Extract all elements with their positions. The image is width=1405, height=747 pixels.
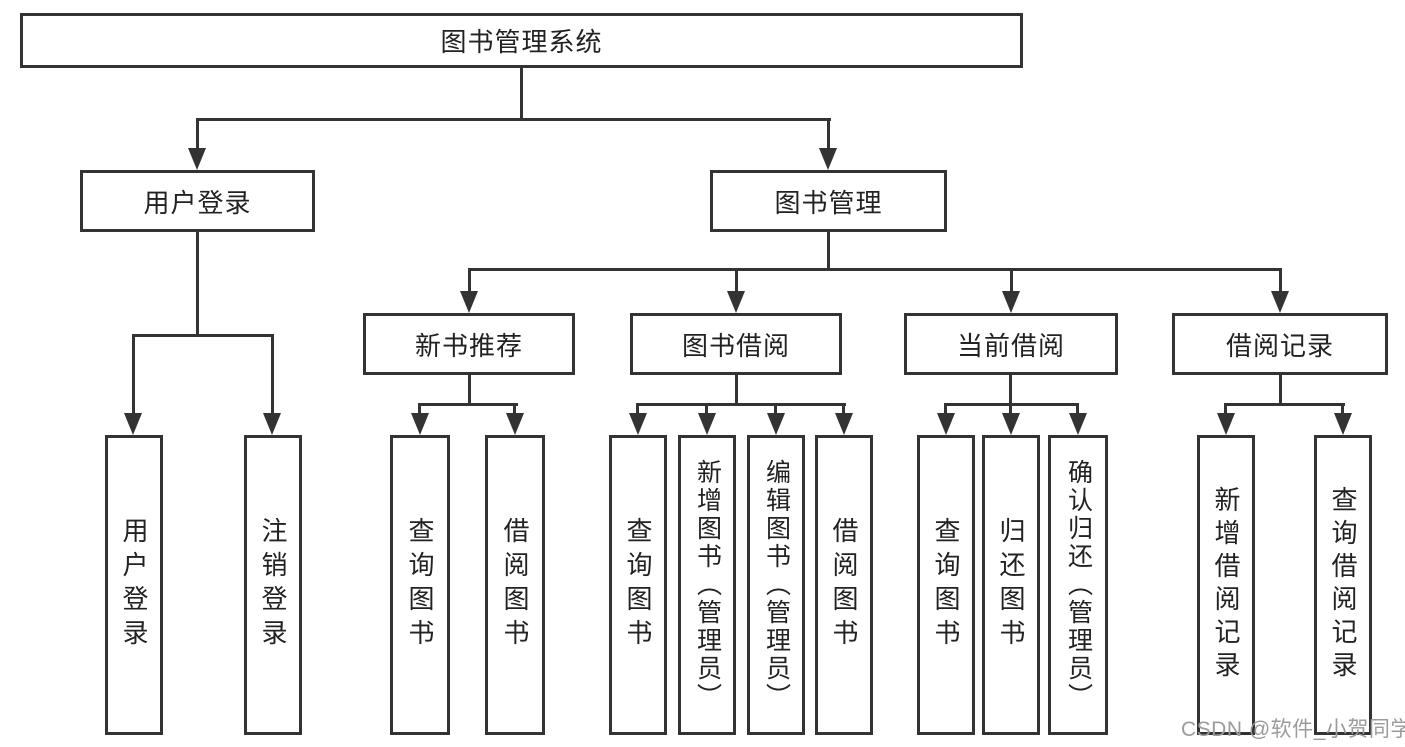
leaf-bb-query-book-label: 查询图书 [623,517,653,653]
connector-arrow [937,413,955,435]
leaf-bb-borrow-book: 借阅图书 [815,435,873,735]
connector-line [132,334,274,337]
leaf-bb-add-book-admin: 新增图书（管理员） [678,435,736,735]
connector-line [705,406,708,413]
connector-arrow [506,413,524,435]
node-user-login: 用户登录 [80,170,315,232]
node-user-login-label: 用户登录 [143,187,252,218]
connector-line [520,68,523,121]
connector-line [1224,403,1345,406]
leaf-logout-label: 注销登录 [258,517,288,653]
connector-line [271,337,274,414]
connector-arrow [767,413,785,435]
connector-line [1341,406,1344,413]
leaf-cb-confirm-return-admin-label: 确认归还（管理员） [1064,459,1093,711]
node-new-book-recommend: 新书推荐 [363,313,575,375]
connector-line [1076,406,1079,413]
connector-line [774,406,777,413]
connector-arrow [1069,413,1087,435]
leaf-br-query-record-label: 查询借阅记录 [1328,486,1358,684]
connector-line [196,118,831,121]
connector-arrow [727,291,745,313]
connector-arrow [188,148,206,170]
node-borrow-records: 借阅记录 [1172,313,1388,375]
connector-line [1009,406,1012,413]
connector-line [827,121,830,150]
connector-line [468,375,471,405]
connector-arrow [698,413,716,435]
connector-line [735,271,738,291]
leaf-cb-return-book: 归还图书 [982,435,1040,735]
leaf-nb-query-book: 查询图书 [390,435,450,735]
connector-line [944,406,947,413]
connector-line [944,403,1079,406]
leaf-user-login: 用户登录 [105,435,163,735]
leaf-cb-query-book-label: 查询图书 [931,517,961,653]
leaf-bb-edit-book-admin-label: 编辑图书（管理员） [762,459,791,711]
connector-arrow [460,291,478,313]
leaf-cb-query-book: 查询图书 [917,435,975,735]
leaf-logout: 注销登录 [244,435,302,735]
connector-line [1279,375,1282,405]
node-current-borrow: 当前借阅 [904,313,1118,375]
connector-arrow [263,413,281,435]
node-root-label: 图书管理系统 [440,27,603,57]
leaf-bb-query-book: 查询图书 [609,435,667,735]
node-borrow-records-label: 借阅记录 [1225,330,1334,361]
watermark: CSDN @软件_小贺同学 [1181,718,1405,741]
connector-line [468,268,1282,271]
node-new-book-recommend-label: 新书推荐 [414,330,523,361]
leaf-br-add-record-label: 新增借阅记录 [1211,486,1241,684]
connector-arrow [1334,413,1352,435]
leaf-cb-confirm-return-admin: 确认归还（管理员） [1048,435,1108,735]
connector-line [842,406,845,413]
connector-line [196,121,199,150]
connector-line [636,403,846,406]
connector-arrow [1002,291,1020,313]
connector-line [468,271,471,291]
connector-line [735,375,738,405]
leaf-br-query-record: 查询借阅记录 [1314,435,1372,735]
leaf-br-add-record: 新增借阅记录 [1197,435,1255,735]
connector-arrow [411,413,429,435]
connector-line [418,406,421,413]
leaf-bb-add-book-admin-label: 新增图书（管理员） [693,459,722,711]
node-book-borrow: 图书借阅 [630,313,842,375]
connector-arrow [629,413,647,435]
node-book-management-label: 图书管理 [774,187,883,218]
node-book-management: 图书管理 [710,170,947,232]
leaf-nb-query-book-label: 查询图书 [405,517,435,653]
connector-line [1010,271,1013,291]
connector-line [1009,375,1012,405]
leaf-nb-borrow-book: 借阅图书 [485,435,545,735]
connector-arrow [1217,413,1235,435]
connector-arrow [819,148,837,170]
node-book-borrow-label: 图书借阅 [681,330,790,361]
connector-arrow [835,413,853,435]
leaf-cb-return-book-label: 归还图书 [996,517,1026,653]
node-current-borrow-label: 当前借阅 [956,330,1065,361]
connector-arrow [1271,291,1289,313]
leaf-nb-borrow-book-label: 借阅图书 [500,517,530,653]
connector-line [513,406,516,413]
connector-arrow [124,413,142,435]
connector-line [418,403,518,406]
leaf-bb-borrow-book-label: 借阅图书 [829,517,859,653]
leaf-bb-edit-book-admin: 编辑图书（管理员） [747,435,805,735]
connector-line [196,232,199,337]
leaf-user-login-label: 用户登录 [119,517,149,653]
node-root: 图书管理系统 [20,13,1023,68]
connector-line [827,232,830,271]
connector-line [1279,271,1282,291]
connector-line [636,406,639,413]
connector-line [132,337,135,414]
connector-arrow [1002,413,1020,435]
connector-line [1224,406,1227,413]
